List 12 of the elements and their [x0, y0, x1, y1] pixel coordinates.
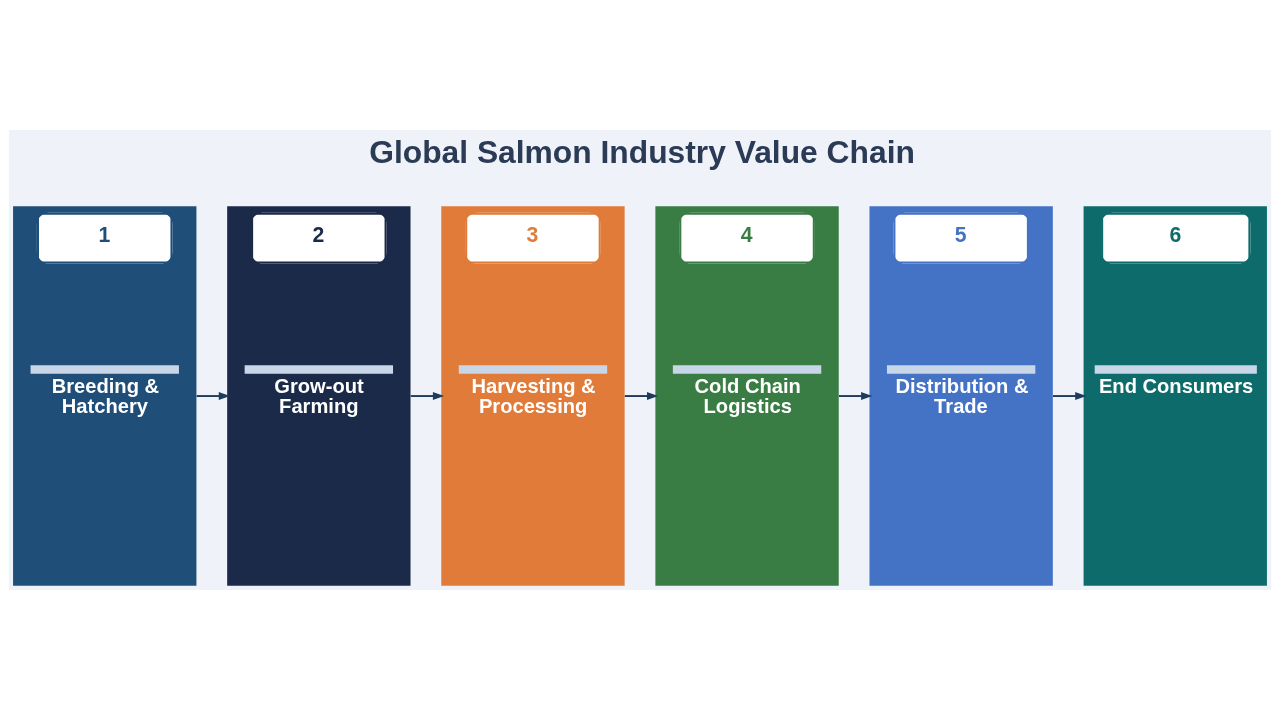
node-box: 5 Distribution & Trade [869, 206, 1053, 586]
arrow [1052, 392, 1087, 400]
node-box: 6 End Consumers [1083, 206, 1267, 586]
arrow [837, 392, 873, 400]
arrow [409, 392, 445, 400]
arrow [195, 392, 231, 400]
node-box: 1 Breeding & Hatchery [13, 206, 197, 586]
diagram-title: Global Salmon Industry Value Chain [369, 133, 915, 170]
node-box: 2 Grow-out Farming [227, 206, 411, 586]
arrow [623, 392, 659, 400]
node-box: 4 Cold Chain Logistics [655, 206, 839, 586]
node-box: 3 Harvesting & Processing [441, 206, 625, 586]
